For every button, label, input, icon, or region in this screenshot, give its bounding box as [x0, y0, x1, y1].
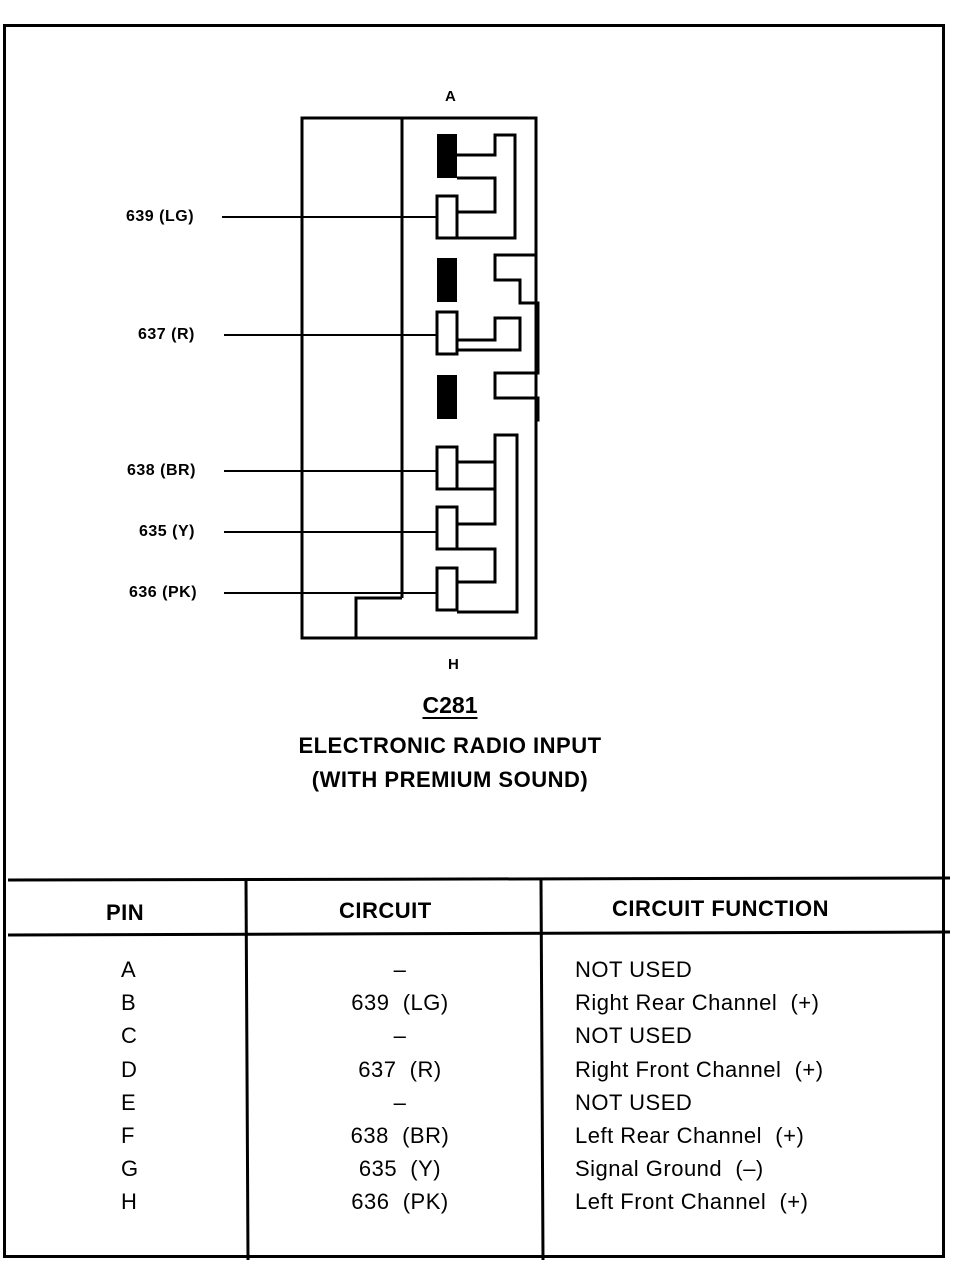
connector-profile — [493, 118, 540, 422]
table-cell-pin: F — [121, 1122, 135, 1148]
terminal-d-latch — [457, 316, 522, 352]
connector-code: C281 — [422, 692, 478, 718]
table-cell-pin: G — [121, 1156, 139, 1182]
table-cell-pin: D — [121, 1056, 138, 1082]
table-cell-pin: H — [121, 1189, 138, 1215]
terminal-b-latch — [457, 176, 497, 214]
terminal-g — [435, 505, 459, 551]
terminal-e — [437, 375, 457, 419]
terminal-b — [435, 194, 459, 240]
title-line-2: (WITH PREMIUM SOUND) — [311, 767, 589, 792]
terminal-c — [437, 258, 457, 302]
wire-label-638: 638 (BR) — [127, 462, 196, 479]
terminal-a — [437, 134, 457, 178]
table-header-rule — [7, 930, 951, 937]
header-circuit: CIRCUIT — [339, 898, 432, 923]
header-pin: PIN — [106, 900, 145, 925]
wire-label-639: 639 (LG) — [126, 208, 195, 225]
terminal-d — [435, 310, 459, 356]
wire-label-637: 637 (R) — [138, 326, 195, 343]
connector-title: C281 ELECTRONIC RADIO INPUT (WITH PREMIU… — [180, 692, 720, 797]
table-cell-circuit: 638 (BR) — [350, 1122, 450, 1148]
table-cell-circuit: 635 (Y) — [358, 1156, 442, 1182]
table-cell-function: NOT USED — [575, 957, 693, 982]
table-cell-function: Left Front Channel (+) — [575, 1189, 809, 1215]
table-cell-circuit: – — [393, 1089, 407, 1115]
table-cell-function: Right Rear Channel (+) — [575, 990, 820, 1016]
connector-body — [300, 116, 538, 640]
table-cell-pin: E — [121, 1089, 137, 1115]
table-cell-circuit: – — [393, 1023, 407, 1049]
wire-label-635: 635 (Y) — [139, 523, 195, 540]
terminal-h-latch — [457, 547, 497, 584]
terminal-f — [435, 445, 459, 491]
position-label-top: A — [445, 88, 456, 105]
connector-key-step — [354, 596, 402, 638]
page-frame — [3, 24, 945, 1258]
table-cell-circuit: – — [393, 957, 407, 982]
terminal-a-latch — [457, 133, 517, 240]
table-cell-pin: B — [121, 990, 137, 1016]
table-cell-function: NOT USED — [575, 1023, 693, 1049]
column-circuit: – 639 (LG) – 637 (R) – 638 (BR) 635 (Y) 636 (PK… — [300, 953, 500, 1219]
table-col-divider-2 — [539, 879, 545, 1261]
table-cell-function: NOT USED — [575, 1089, 693, 1115]
header-circuit-function: CIRCUIT FUNCTION — [612, 896, 829, 921]
table-cell-pin: A — [121, 957, 137, 982]
table-cell-function: Left Rear Channel (+) — [575, 1122, 805, 1148]
terminal-h — [435, 566, 459, 612]
table-cell-function: Signal Ground (–) — [575, 1156, 764, 1182]
table-top-rule — [7, 876, 951, 882]
position-label-bottom: H — [448, 656, 459, 673]
table-cell-circuit: 637 (R) — [358, 1056, 442, 1082]
terminal-g-latch — [457, 487, 497, 526]
title-line-1: ELECTRONIC RADIO INPUT — [298, 733, 602, 758]
wire-label-636: 636 (PK) — [129, 584, 198, 601]
table-cell-pin: C — [121, 1023, 138, 1049]
terminal-f-latch — [457, 433, 519, 614]
table-col-divider-1 — [244, 879, 250, 1261]
table-cell-circuit: 639 (LG) — [351, 990, 449, 1016]
column-circuit-function: NOT USED Right Rear Channel (+) NOT USED Ri… — [575, 953, 824, 1219]
table-cell-function: Right Front Channel (+) — [575, 1056, 824, 1082]
table-cell-circuit: 636 (PK) — [351, 1189, 449, 1215]
